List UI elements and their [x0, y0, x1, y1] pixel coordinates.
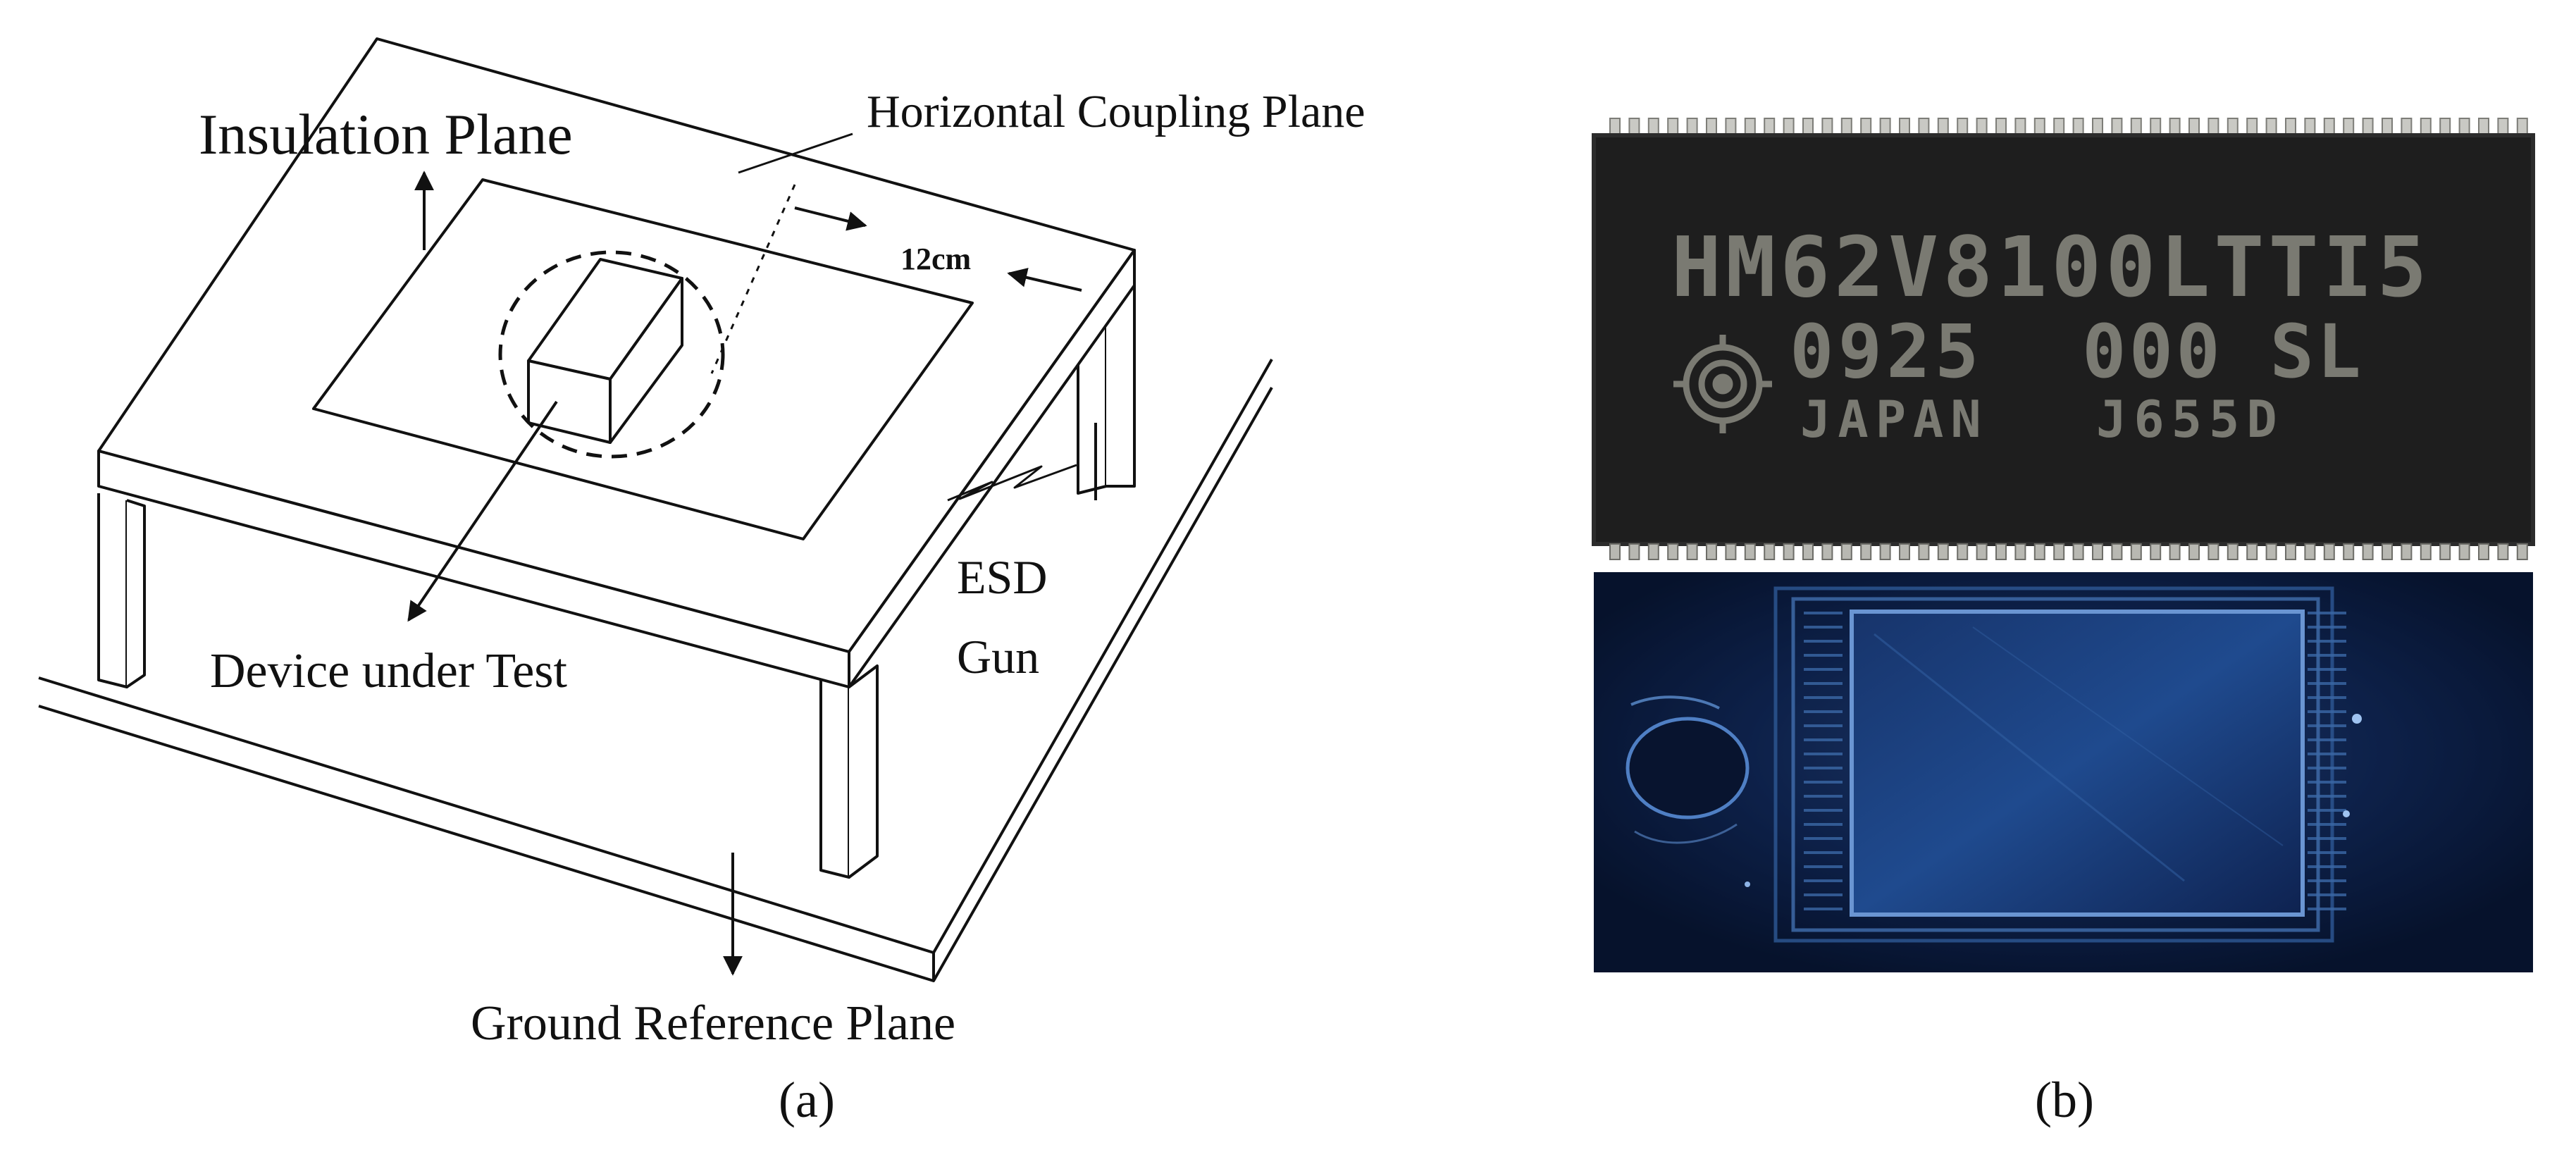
- chip-pin: [2497, 543, 2509, 560]
- die-round-mark: [1626, 717, 1750, 819]
- chip-pin: [2246, 543, 2258, 560]
- silicon-die: [1850, 610, 2305, 917]
- chip-pin: [2265, 543, 2277, 560]
- chip-marking-code: J655D: [2096, 390, 2284, 449]
- chip-marking-line1: HM62V8100LTTI5: [1671, 218, 2432, 316]
- dimension-arrow-right: [794, 206, 867, 231]
- chip-pin: [2207, 543, 2219, 560]
- chip-pin: [2285, 543, 2296, 560]
- dut-arrow: [407, 400, 558, 622]
- chip-pin: [1628, 543, 1640, 560]
- chip-marking-country: JAPAN: [1800, 390, 1988, 449]
- chip-pin: [2227, 543, 2238, 560]
- chip-pin: [1764, 543, 1776, 560]
- lead-frame: [1773, 586, 2334, 943]
- chip-pin: [2516, 543, 2528, 560]
- chip-marking-date: 0925: [1790, 309, 1983, 395]
- chip-pin: [2401, 543, 2413, 560]
- chip-pin: [2323, 543, 2335, 560]
- caption-a: (a): [779, 1072, 835, 1128]
- chip-pin: [2478, 543, 2489, 560]
- device-under-test-box: [527, 258, 683, 444]
- die-leads: [1804, 612, 2346, 910]
- caption-b: (b): [2035, 1072, 2094, 1128]
- chip-pin: [2420, 543, 2432, 560]
- chip-pin: [1937, 543, 1949, 560]
- ground-reference-plane: [38, 359, 1273, 982]
- chip-pin: [1860, 543, 1872, 560]
- chip-pin: [1976, 543, 1988, 560]
- chip-pin: [2092, 543, 2103, 560]
- panel-b-photo: HM62V8100LTTI5 0925 000 SL JAPAN J655D: [1592, 118, 2535, 972]
- chip-pin: [2304, 543, 2316, 560]
- chip-pin: [1918, 543, 1930, 560]
- chip-pin: [2439, 543, 2451, 560]
- insulation-plane-label: Insulation Plane: [199, 102, 573, 166]
- chip-pin: [2033, 543, 2045, 560]
- esd-label: ESD: [957, 550, 1047, 604]
- chip-pin: [1744, 543, 1756, 560]
- chip-marking-lot: 000 SL: [2082, 309, 2364, 395]
- chip-pin: [1725, 543, 1737, 560]
- chip-pin: [2130, 543, 2142, 560]
- chip-pin: [1647, 543, 1659, 560]
- ground-reference-plane-label: Ground Reference Plane: [471, 996, 955, 1051]
- dut-dashed-circle: [498, 250, 725, 459]
- chip-pin: [1706, 543, 1717, 560]
- chip-top-pins: [1609, 118, 2528, 137]
- chip-pin: [2188, 543, 2200, 560]
- chip-pin: [2111, 543, 2123, 560]
- chip-bottom-pins: [1609, 543, 2528, 560]
- chip-pin: [2150, 543, 2162, 560]
- chip-package: [1594, 135, 2533, 544]
- manufacturer-logo: [1673, 335, 1772, 433]
- horizontal-coupling-plane: [312, 178, 974, 540]
- distance-label: 12cm: [900, 242, 971, 276]
- horizontal-coupling-plane-label: Horizontal Coupling Plane: [867, 86, 1366, 137]
- chip-pin: [2053, 543, 2065, 560]
- chip-pin: [2014, 543, 2026, 560]
- device-under-test-label: Device under Test: [210, 644, 568, 698]
- chip-pin: [1802, 543, 1814, 560]
- chip-pin: [2343, 543, 2355, 560]
- table-legs: [97, 280, 1136, 879]
- dimension-arrow-left: [1007, 268, 1082, 292]
- chip-pin: [1783, 543, 1795, 560]
- chip-pin: [1879, 543, 1891, 560]
- chip-pin: [2362, 543, 2374, 560]
- chip-pin: [1609, 543, 1621, 560]
- gun-label: Gun: [957, 630, 1039, 683]
- coupling-plane-leader: [738, 132, 853, 174]
- chip-pin: [1821, 543, 1833, 560]
- chip-pin: [1957, 543, 1969, 560]
- coupling-plane-dotted-line: [710, 184, 796, 374]
- chip-pin: [1840, 543, 1852, 560]
- chip-pin: [2169, 543, 2181, 560]
- chip-pin: [2458, 543, 2470, 560]
- panel-a-diagram: [38, 37, 1273, 982]
- chip-pin: [1686, 543, 1698, 560]
- chip-pin: [1667, 543, 1679, 560]
- chip-pin: [1995, 543, 2007, 560]
- esd-lightning-icon: [947, 464, 1077, 502]
- chip-pin: [1899, 543, 1910, 560]
- chip-pin: [2072, 543, 2084, 560]
- chip-pin: [2382, 543, 2393, 560]
